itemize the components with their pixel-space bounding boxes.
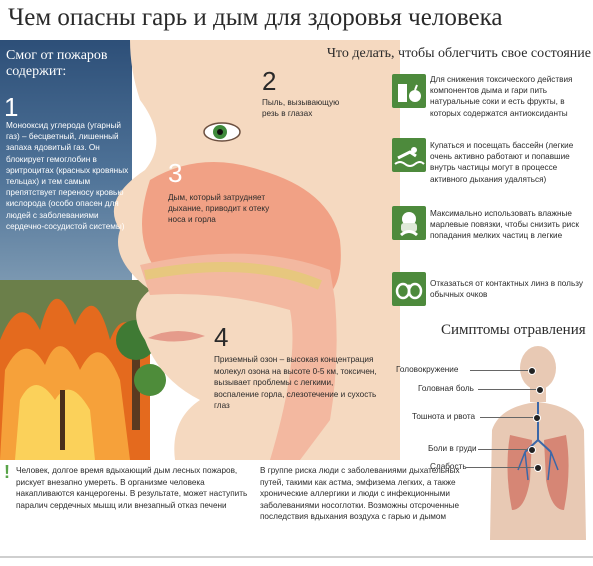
swimmer-icon: [392, 138, 426, 172]
symptom-chest-pain: Боли в груди: [428, 444, 477, 453]
symptom-dot: [528, 367, 536, 375]
tips-heading: Что делать, чтобы облегчить свое состоян…: [326, 46, 591, 61]
glasses-icon: [392, 272, 426, 306]
item-1-number: 1: [4, 92, 19, 122]
tip-2-text: Купаться и посещать бассейн (легкие очен…: [430, 141, 574, 184]
exclamation-icon: !: [4, 462, 10, 482]
tip-1-text: Для снижения токсического действия компо…: [430, 75, 573, 118]
bottom-right-note: В группе риска люди с заболеваниями дыха…: [260, 466, 460, 521]
juice-fruit-icon: [392, 74, 426, 108]
item-2-text: Пыль, вызывающую резь в глазах: [262, 98, 340, 118]
symptom-weakness: Слабость: [430, 462, 467, 471]
symptom-pointer: [480, 417, 535, 418]
forest-fire-illustration: [0, 280, 166, 460]
item-4-number: 4: [214, 322, 229, 352]
symptoms-heading: Симптомы отравления: [441, 322, 586, 338]
smoke-sky-background: [0, 40, 132, 310]
footer-divider: [0, 556, 593, 558]
symptom-dot: [533, 414, 541, 422]
symptom-dizziness: Головокружение: [396, 365, 459, 374]
item-3-number: 3: [168, 158, 183, 188]
symptom-pointer: [478, 389, 538, 390]
item-3-text: Дым, который затрудняет дыхание, приводи…: [168, 193, 270, 224]
symptom-headache: Головная боль: [418, 384, 474, 393]
symptom-dot: [534, 464, 542, 472]
item-2-number: 2: [262, 66, 277, 96]
bottom-left-note: Человек, долгое время вдыхающий дым лесн…: [16, 466, 248, 510]
tip-3-text: Максимально использовать влажные марлевы…: [430, 209, 579, 241]
item-4-text: Приземный озон – высокая концентрация мо…: [214, 355, 377, 410]
item-1-text: Монооксид углерода (угарный газ) – бесцв…: [6, 121, 129, 231]
symptom-pointer: [466, 467, 536, 468]
smoke-heading: Смог от пожаров содержит:: [6, 48, 108, 79]
tip-4-text: Отказаться от контактных линз в пользу о…: [430, 279, 583, 300]
symptom-dot: [536, 386, 544, 394]
face-illustration: [0, 40, 400, 460]
page-title: Чем опасны гарь и дым для здоровья челов…: [8, 4, 503, 31]
symptom-nausea: Тошнота и рвота: [412, 412, 476, 421]
face-mask-icon: [392, 206, 426, 240]
symptom-pointer: [470, 370, 530, 371]
symptom-dot: [528, 446, 536, 454]
symptom-pointer: [478, 449, 530, 450]
